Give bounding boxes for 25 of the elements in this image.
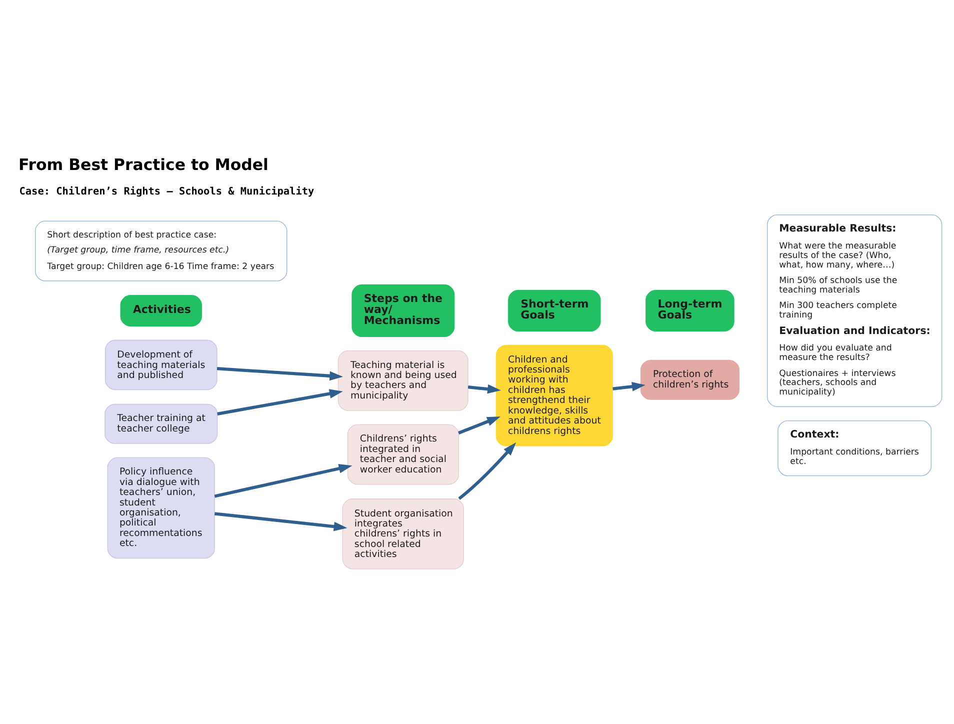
arrow (612, 382, 646, 392)
node-box: Student organisation integrates childrens’ rights in school related activities (342, 498, 464, 570)
node-box: Context: Important conditions, barriers etc. (778, 420, 932, 476)
arrow (214, 512, 348, 532)
node-box: Measurable Results: What were the measurable results of the case? (Who, what, how many, where…) Min 50% of schools use the teaching materials Min 300 teachers complete training Evaluation and Indicators: How did you evaluate and measure the results? Questionaires + interviews (teachers, schools and municipality) (766, 214, 942, 407)
arrow (458, 416, 500, 434)
node-box: Short-term Goals (508, 290, 601, 332)
diagram-title: From Best Practice to Model (18, 155, 268, 174)
arrow (468, 384, 501, 394)
node-box: Protection of children’s rights (640, 360, 740, 400)
node-box: Activities (120, 295, 202, 326)
arrow (214, 464, 352, 498)
node-box: Steps on the way/ Mechanisms (352, 284, 455, 338)
node-box: Childrens’ rights integrated in teacher and social worker education (347, 424, 459, 485)
arrow (216, 366, 344, 381)
node-box: Teacher training at teacher college (104, 404, 218, 444)
arrow (458, 442, 516, 500)
node-box: Long-term Goals (646, 290, 734, 332)
node-box: Teaching material is known and being used by teachers and municipality (338, 350, 468, 411)
node-box: Children and professionals working with children has strengthend their knowledge, skills and attitudes about childrens rights (496, 344, 613, 446)
arrow (217, 389, 343, 416)
node-box: Policy influence via dialogue with teachers’ union, student organisation, political recommentations etc. (107, 457, 215, 559)
node-box: Development of teaching materials and published (104, 340, 218, 390)
node-box: Short description of best practice case: (Target group, time frame, resources etc.) Target group: Children age 6-16 Time frame: 2 years (35, 220, 288, 282)
label: Case: Children’s Rights – Schools & Municipality (19, 186, 314, 198)
